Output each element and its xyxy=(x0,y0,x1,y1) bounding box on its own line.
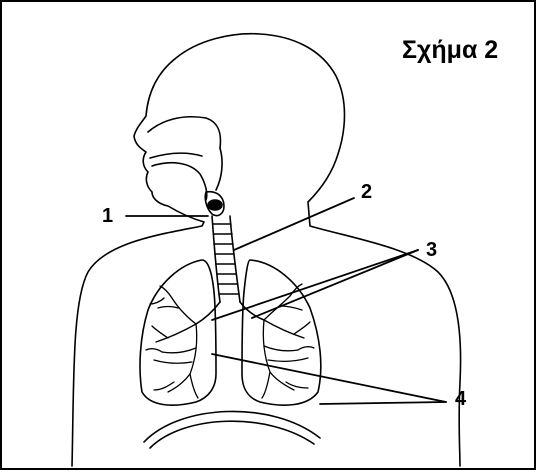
left-bronchial-tree xyxy=(146,286,198,398)
leader-line-3b xyxy=(252,250,418,318)
pharynx xyxy=(216,148,222,190)
left-main-bronchus xyxy=(196,302,220,324)
nasal-cavity xyxy=(148,117,220,148)
callout-label-4: 4 xyxy=(455,389,466,409)
tongue xyxy=(152,163,207,200)
body-outline xyxy=(72,34,461,466)
leader-line-3a xyxy=(212,250,418,320)
oral-cavity xyxy=(150,153,202,158)
right-lung xyxy=(242,260,321,405)
trachea-right-wall xyxy=(230,216,240,302)
callout-label-3: 3 xyxy=(426,240,437,260)
diaphragm-inner xyxy=(150,421,314,448)
leader-line-2 xyxy=(234,198,354,250)
callout-label-2: 2 xyxy=(361,182,372,202)
leader-line-4b xyxy=(320,402,446,404)
callout-label-1: 1 xyxy=(102,206,113,226)
leader-line-4a xyxy=(212,354,446,402)
diaphragm xyxy=(144,411,320,442)
larynx-shade xyxy=(208,200,222,210)
figure-title: Σχήμα 2 xyxy=(402,36,498,65)
